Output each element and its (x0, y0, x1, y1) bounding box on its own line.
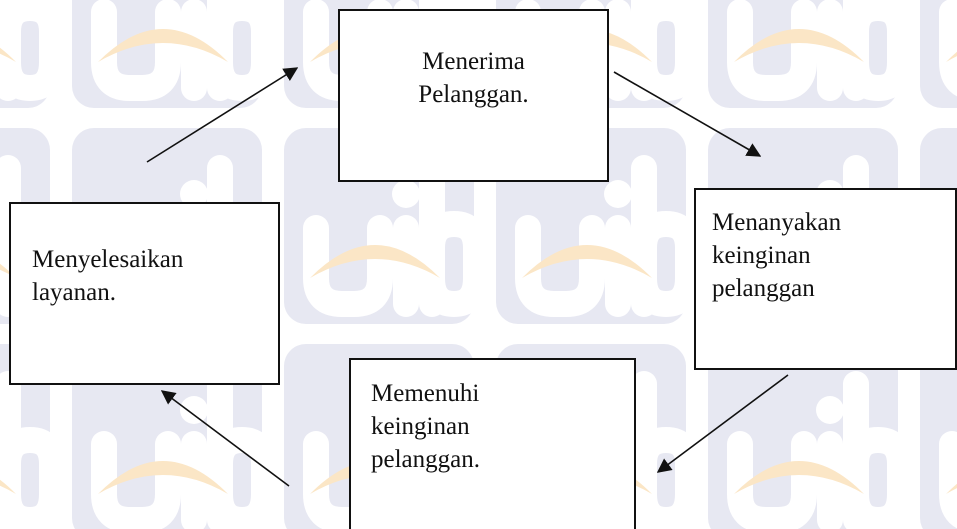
step-text-line: pelanggan. (371, 446, 480, 473)
step-text-line: layanan. (32, 279, 116, 306)
step-text-line: Menyelesaikan (32, 246, 184, 273)
step-text-line: keinginan (371, 413, 470, 440)
step-text-line: Menerima (422, 48, 525, 75)
arrow-left-to-top (146, 67, 299, 163)
step-text-line: keinginan (712, 242, 811, 269)
step-text-line: Pelanggan. (418, 81, 529, 108)
step-box-menyelesaikan-layanan: Menyelesaikan layanan. (9, 202, 280, 385)
step-box-menerima-pelanggan: Menerima Pelanggan. (338, 9, 609, 182)
arrow-top-to-right (613, 71, 762, 157)
step-text-line: pelanggan (712, 275, 815, 302)
step-box-memenuhi-keinginan: Memenuhi keinginan pelanggan. (349, 358, 636, 529)
arrow-right-to-bottom (656, 374, 789, 473)
step-box-menanyakan-keinginan: Menanyakan keinginan pelanggan (694, 188, 957, 370)
step-text-line: Menanyakan (712, 209, 842, 236)
arrow-bottom-to-left (160, 390, 290, 487)
step-text-line: Memenuhi (371, 380, 480, 407)
